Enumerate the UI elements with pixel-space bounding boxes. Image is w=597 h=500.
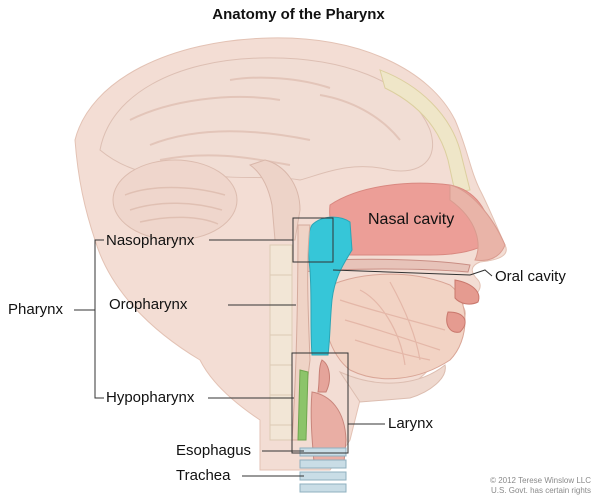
label-oropharynx: Oropharynx xyxy=(109,296,187,313)
cervical-spine xyxy=(270,245,292,440)
label-pharynx: Pharynx xyxy=(8,301,63,318)
label-nasal-cavity: Nasal cavity xyxy=(368,211,454,229)
label-oral-cavity: Oral cavity xyxy=(495,268,566,285)
esophagus-tissue xyxy=(298,370,308,440)
credit-line-1: © 2012 Terese Winslow LLC xyxy=(490,476,591,486)
label-larynx: Larynx xyxy=(388,415,433,432)
label-nasopharynx: Nasopharynx xyxy=(106,232,194,249)
diagram-title: Anatomy of the Pharynx xyxy=(0,6,597,23)
label-trachea: Trachea xyxy=(176,467,230,484)
label-esophagus: Esophagus xyxy=(176,442,251,459)
label-hypopharynx: Hypopharynx xyxy=(106,389,194,406)
cerebellum xyxy=(113,160,237,240)
credit-line-2: U.S. Govt. has certain rights xyxy=(490,486,591,496)
copyright-credit: © 2012 Terese Winslow LLC U.S. Govt. has… xyxy=(490,476,591,496)
